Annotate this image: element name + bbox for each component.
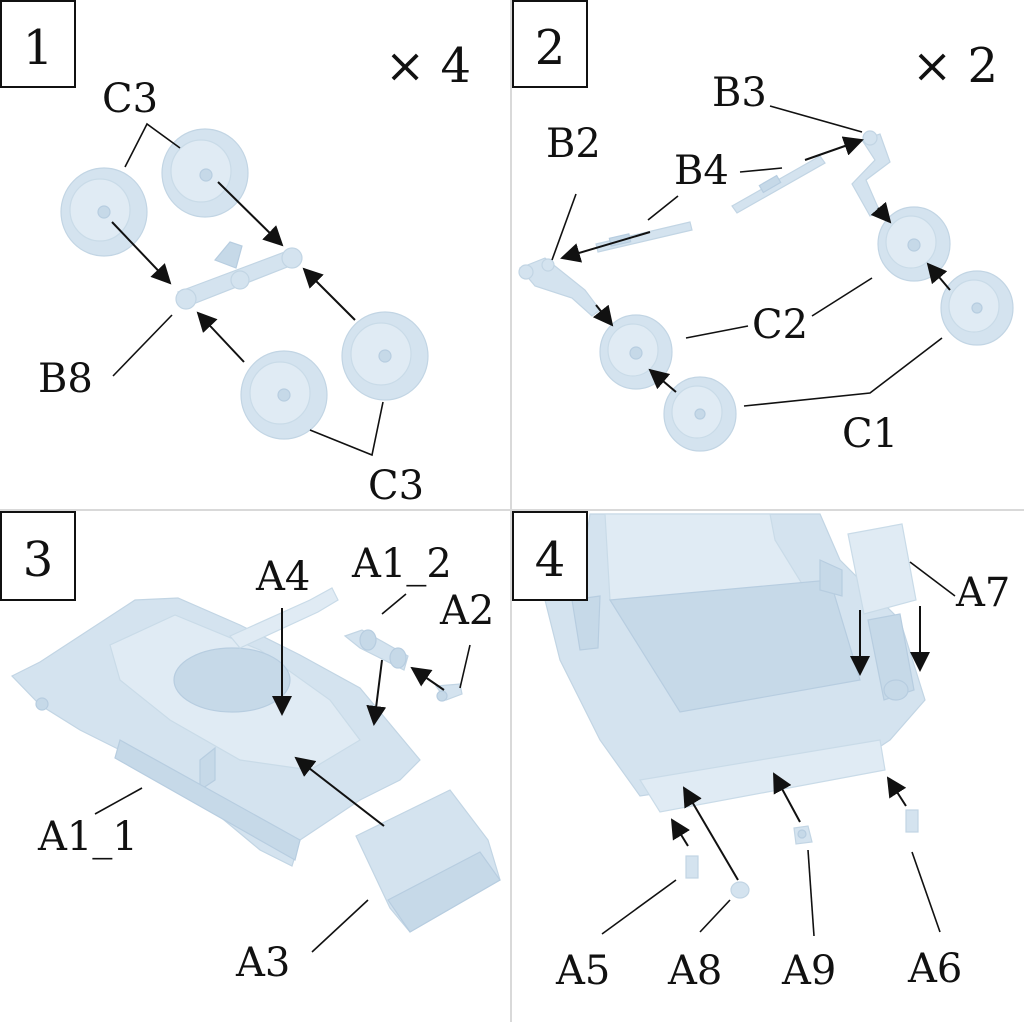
label-a8: A8: [667, 948, 722, 994]
leader-a7: [909, 561, 956, 597]
wheel-c2-right: [877, 206, 951, 282]
label-c3-bottom: C3: [368, 463, 424, 509]
leader-c2-right: [811, 277, 873, 317]
leader-a3: [311, 899, 369, 953]
label-a1-1: A1_1: [37, 814, 138, 860]
leader-b2: [551, 193, 577, 261]
arrow-c2-to-b2: [592, 304, 614, 327]
bracket-a5: [685, 855, 699, 879]
cap-a8: [730, 881, 750, 899]
label-c3-top: C3: [102, 76, 158, 122]
arrow-c1-to-c2-right: [926, 262, 951, 291]
label-a6: A6: [907, 946, 962, 992]
bogie-b8: [175, 241, 303, 310]
wheel-c3-bottom-left: [240, 350, 328, 440]
hull-rear-view: [544, 513, 926, 813]
wheel-c2-left: [599, 314, 673, 390]
leader-a1-1: [94, 787, 143, 815]
wheel-c1-right: [940, 270, 1014, 346]
step-4-number-box: 4: [512, 511, 588, 601]
arrow-a2: [410, 666, 445, 691]
step-2-multiplier: × 2: [912, 38, 998, 94]
step-3-panel: 3: [0, 511, 501, 986]
label-a3: A3: [235, 940, 290, 986]
label-c1: C1: [842, 411, 898, 457]
step-3-number-box: 3: [0, 511, 76, 601]
leader-b4-right: [739, 167, 783, 173]
label-c2: C2: [752, 302, 808, 348]
wheel-c3-bottom-right: [341, 311, 429, 401]
arrow-a8: [682, 786, 739, 881]
leader-c3-bottom: [309, 401, 384, 457]
leader-a9: [807, 849, 815, 937]
arrow-a6: [886, 776, 907, 807]
step-2-number: 2: [535, 20, 566, 76]
leader-a1-2: [381, 593, 407, 615]
arrow-b4-to-b2: [560, 231, 651, 263]
exhaust-a1-2: [343, 629, 409, 671]
leader-c2-left: [685, 325, 749, 339]
hull-a1-1: [11, 597, 421, 867]
leader-b8: [112, 314, 173, 377]
arrow-a1-2: [366, 659, 387, 726]
deck-a4: [229, 587, 339, 649]
rod-b4-left: [595, 221, 693, 253]
arrow-b4-to-b3: [804, 136, 864, 161]
rear-plate-a3: [355, 789, 501, 933]
step-1-panel: 1 × 4: [0, 0, 471, 509]
step-1-multiplier: × 4: [385, 38, 471, 94]
arrow-c3-to-b8-3: [196, 311, 245, 363]
arrow-a9: [773, 772, 801, 823]
label-b8: B8: [38, 356, 93, 402]
fitting-a9: [793, 825, 813, 845]
leader-a2: [459, 644, 471, 689]
leader-c3-top: [124, 122, 181, 168]
label-b4: B4: [674, 148, 729, 194]
bracket-a6: [905, 809, 919, 833]
arrow-c2-to-b3: [870, 201, 892, 224]
step-1-number-box: 1: [0, 0, 76, 88]
exhaust-cover-a7: [847, 523, 917, 701]
leader-b3: [769, 105, 863, 133]
label-a2: A2: [439, 588, 494, 634]
step-1-number: 1: [23, 20, 54, 76]
arrow-c1-to-c2-left: [648, 368, 677, 393]
arm-b3: [851, 130, 891, 217]
leader-c1: [743, 337, 943, 407]
arm-b2: [518, 257, 601, 317]
label-a9: A9: [781, 948, 836, 994]
step-2-panel: 2 × 2: [512, 0, 1014, 457]
rod-b4-right: [731, 155, 826, 214]
leader-a5: [601, 879, 677, 935]
label-a5: A5: [555, 948, 610, 994]
wheel-c3-top-right: [161, 128, 249, 218]
label-a4: A4: [255, 554, 310, 600]
leader-a8: [699, 899, 731, 933]
leader-b4: [647, 195, 679, 221]
arrow-c3-to-b8-2: [217, 181, 284, 247]
step-4-number: 4: [535, 532, 566, 588]
label-a1-2: A1_2: [351, 541, 452, 587]
step-4-panel: 4 A7 A5 A8 A9 A6: [512, 511, 1010, 994]
arrow-c3-to-b8-4: [302, 267, 356, 321]
arrow-c3-to-b8-1: [111, 221, 172, 285]
label-b3: B3: [712, 70, 767, 116]
wheel-c1-left: [663, 376, 737, 452]
label-a7: A7: [955, 570, 1010, 616]
label-b2: B2: [546, 121, 601, 167]
step-2-number-box: 2: [512, 0, 588, 88]
arrow-a5: [670, 818, 690, 847]
step-3-number: 3: [23, 532, 54, 588]
wheel-c3-top-left: [60, 167, 148, 257]
arrow-a3: [294, 756, 385, 827]
leader-a6: [911, 851, 941, 933]
